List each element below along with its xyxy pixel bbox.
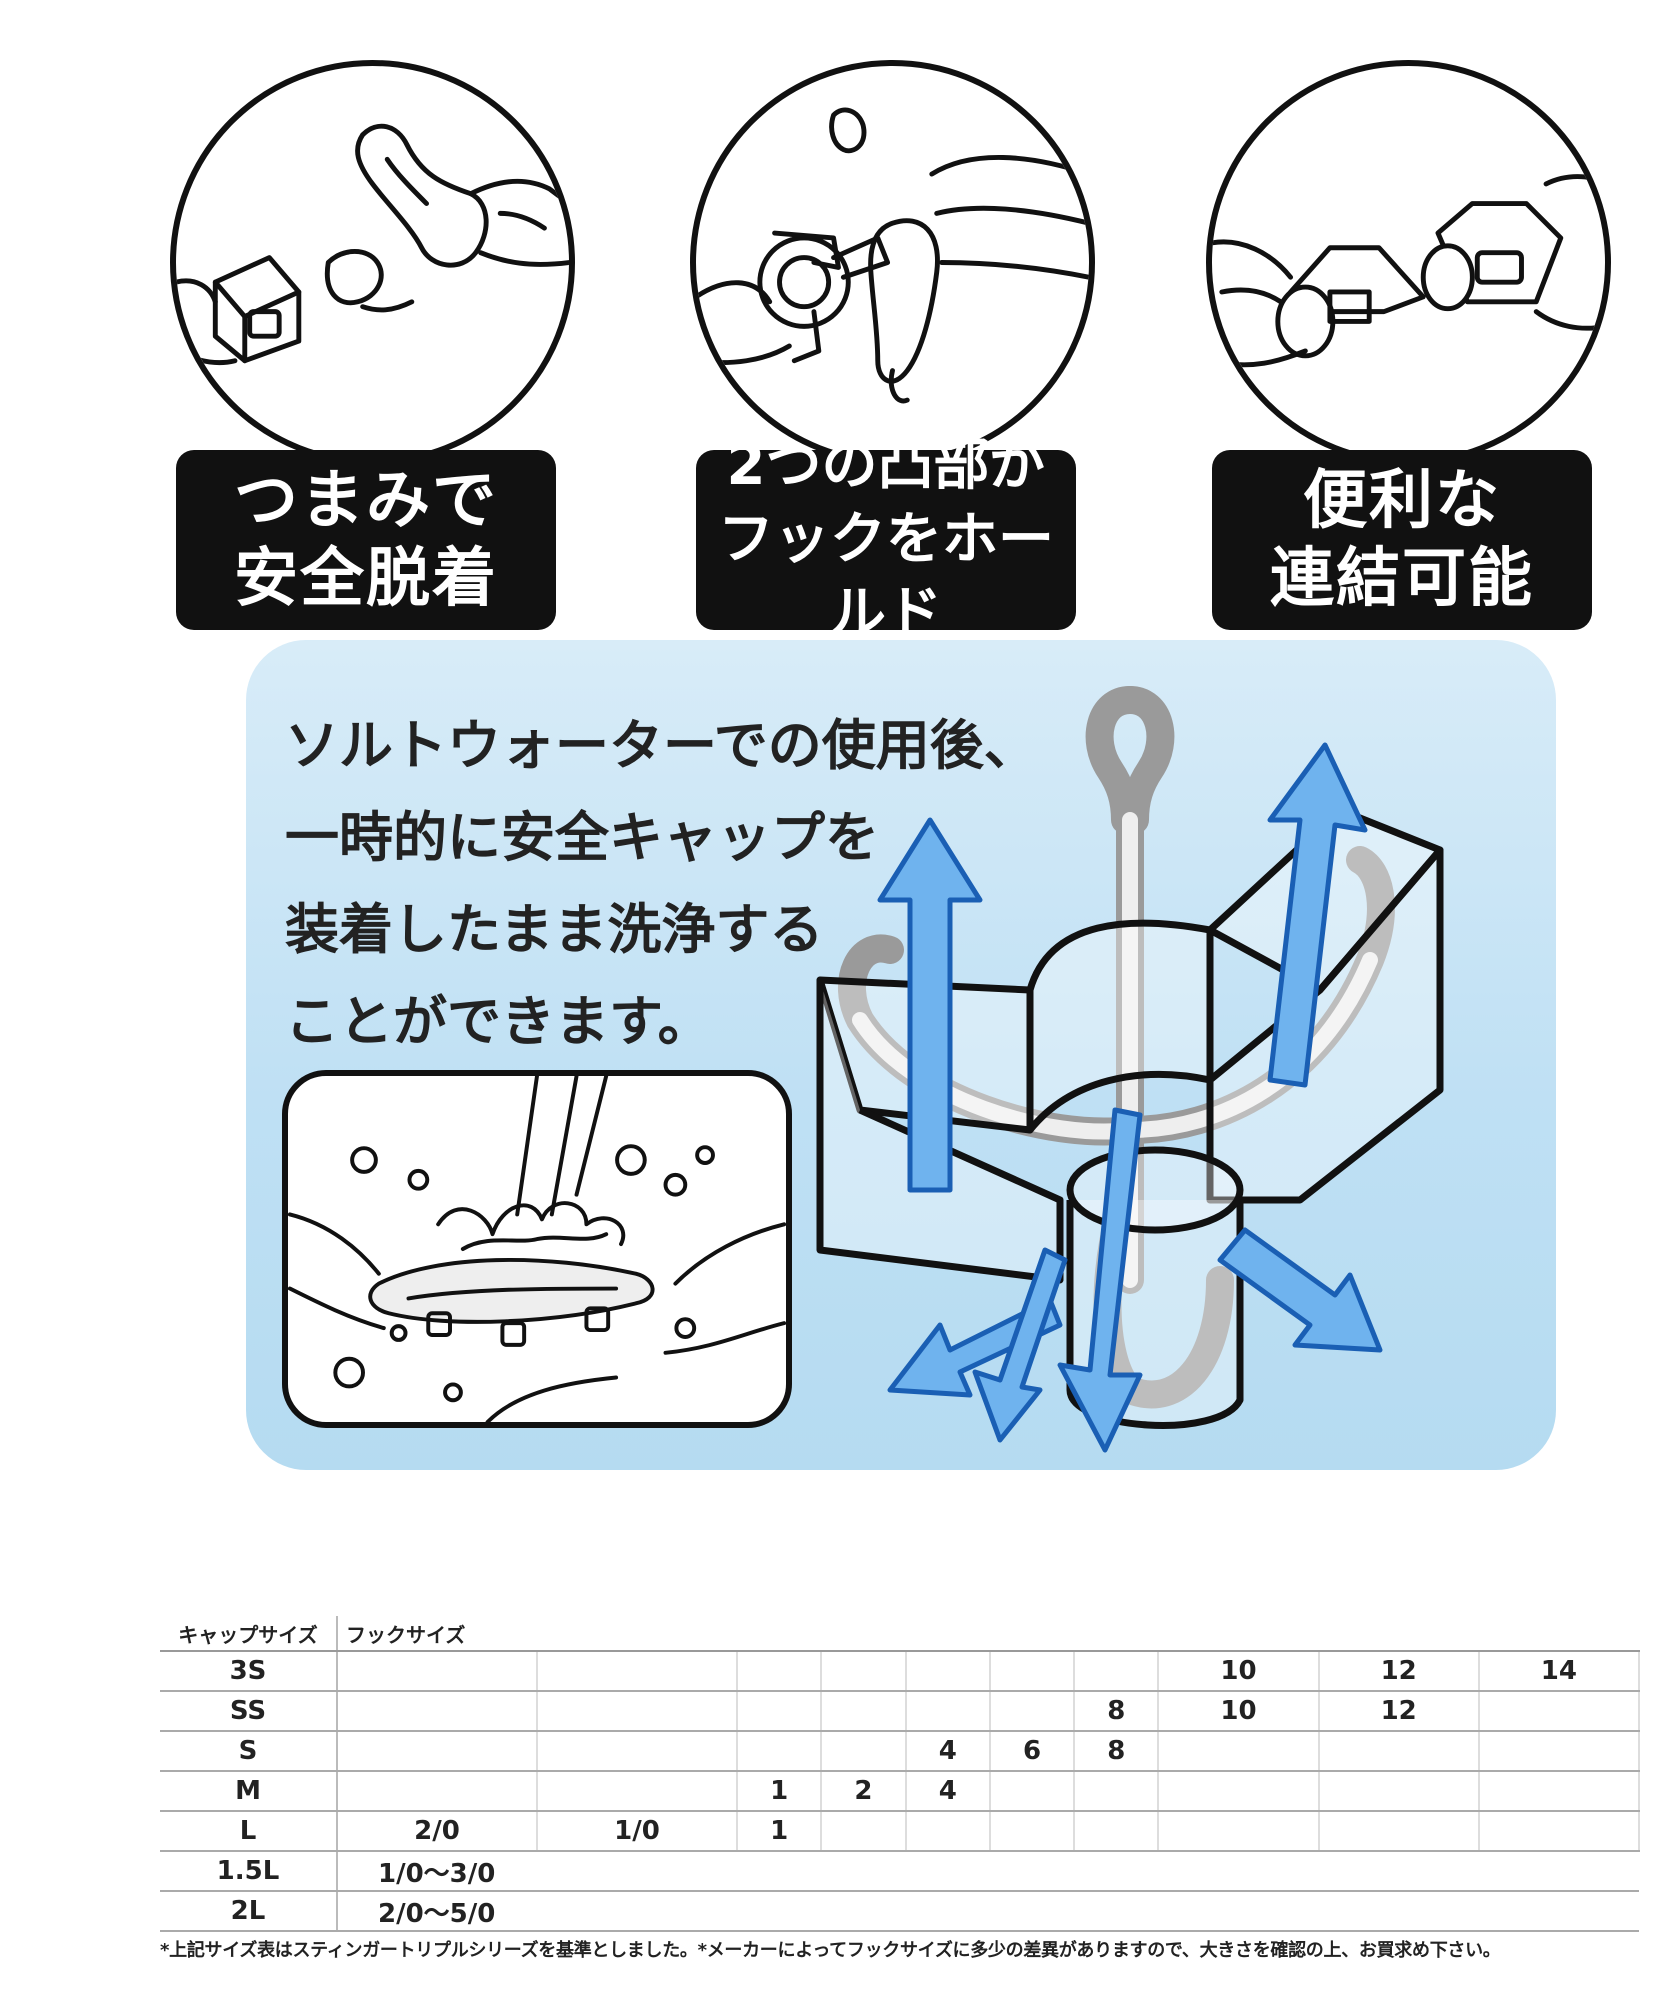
size-table-footnote: *上記サイズ表はスティンガートリプルシリーズを基準としました。*メーカーによって…: [160, 1940, 1501, 1961]
hook-size-cell: 6: [989, 1731, 1076, 1772]
hook-cap-drawing: [816, 686, 1444, 1453]
hook-size-cell: [337, 1651, 539, 1692]
feature-label-3-line1: 便利な: [1303, 464, 1501, 538]
two-bumps-drawing: [696, 107, 1089, 404]
feature-label-1-line1: つまみで: [234, 464, 498, 538]
header-cap-size: キャップサイズ: [160, 1616, 338, 1652]
cap-size-cell: M: [160, 1771, 338, 1812]
wash-description-line-3: 装着したまま洗浄する: [285, 898, 824, 961]
size-table-header: キャップサイズ フックサイズ: [160, 1616, 1639, 1652]
header-hook-size: フックサイズ: [337, 1616, 1639, 1652]
hook-size-cell: 12: [1318, 1651, 1480, 1692]
hook-size-cell: 1/0: [537, 1811, 739, 1852]
hook-size-cell: [337, 1731, 539, 1772]
hook-size-cell: [821, 1651, 907, 1692]
hook-size-cell: [337, 1771, 539, 1812]
hook-size-cell: 4: [905, 1731, 991, 1772]
cap-size-cell: 2L: [160, 1891, 338, 1932]
hook-size-cell: [537, 1771, 739, 1812]
cap-size-cell: L: [160, 1811, 338, 1852]
pinch-detach-drawing: [176, 123, 569, 366]
illustration-hook-cap-water-flow: [800, 660, 1540, 1460]
feature-label-2-line2: フックをホールド: [718, 507, 1054, 646]
hook-size-cell: 8: [1074, 1731, 1160, 1772]
hook-size-cell: [1074, 1651, 1160, 1692]
hook-size-cell: 10: [1158, 1651, 1320, 1692]
hook-size-cell: [821, 1691, 907, 1732]
hook-size-cell: [337, 1691, 539, 1732]
hook-size-cell: [1318, 1771, 1480, 1812]
hook-size-range-cell: 2/0〜5/0: [337, 1891, 1639, 1932]
hook-size-cell: [1318, 1811, 1480, 1852]
hook-size-cell: [989, 1651, 1076, 1692]
hook-size-cell: [1074, 1771, 1160, 1812]
illustration-connectable: [1206, 60, 1611, 465]
cap-size-cell: SS: [160, 1691, 338, 1732]
illustration-washing: [282, 1070, 792, 1428]
feature-label-1: つまみで 安全脱着: [176, 450, 556, 630]
feature-label-2: 2つの凸部が フックをホールド: [696, 433, 1076, 646]
feature-label-1-line2: 安全脱着: [234, 542, 498, 616]
cap-size-cell: 3S: [160, 1651, 338, 1692]
hook-size-cell: [1478, 1691, 1641, 1732]
illustration-pinch-detach: [170, 60, 575, 465]
hook-size-cell: 2/0: [337, 1811, 539, 1852]
table-row: M 1 2 4: [160, 1771, 1641, 1812]
hook-size-cell: [905, 1651, 991, 1692]
hook-size-cell: [821, 1811, 907, 1852]
table-row: SS 8 10 12: [160, 1691, 1641, 1732]
hook-size-range-cell: 1/0〜3/0: [337, 1851, 1639, 1892]
wash-description-line-4: ことができます。: [285, 990, 712, 1053]
hook-size-cell: 8: [1074, 1691, 1160, 1732]
hook-size-cell: 14: [1478, 1651, 1641, 1692]
hook-size-cell: [537, 1731, 739, 1772]
hook-size-cell: [537, 1691, 739, 1732]
connectable-drawing: [1212, 174, 1605, 368]
feature-label-3: 便利な 連結可能: [1212, 450, 1592, 630]
washing-drawing: [288, 1076, 786, 1422]
illustration-two-bumps-hold: [690, 60, 1095, 465]
hook-size-cell: [989, 1811, 1076, 1852]
hook-size-cell: [821, 1731, 907, 1772]
cap-size-cell: S: [160, 1731, 338, 1772]
wash-description: ソルトウォーターでの使用後、 一時的に安全キャップを 装着したまま洗浄する こと…: [285, 700, 1105, 1068]
hook-size-cell: 1: [737, 1811, 823, 1852]
hook-size-cell: 2: [821, 1771, 907, 1812]
hook-size-cell: [1478, 1811, 1641, 1852]
hook-size-cell: [989, 1691, 1076, 1732]
table-row: 2L 2/0〜5/0: [160, 1891, 1639, 1932]
hook-size-cell: [1074, 1811, 1160, 1852]
table-row: L 2/0 1/0 1: [160, 1811, 1641, 1852]
table-row: 1.5L 1/0〜3/0: [160, 1851, 1639, 1892]
hook-size-cell: 4: [905, 1771, 991, 1812]
hook-size-cell: [737, 1731, 823, 1772]
table-row: S 4 6 8: [160, 1731, 1641, 1772]
wash-description-line-1: ソルトウォーターでの使用後、: [285, 714, 1038, 777]
hook-size-cell: [1158, 1771, 1320, 1812]
cap-size-cell: 1.5L: [160, 1851, 338, 1892]
hook-size-cell: [1158, 1811, 1320, 1852]
feature-label-2-line1: 2つの凸部が: [726, 433, 1046, 498]
hook-size-cell: 1: [737, 1771, 823, 1812]
hook-size-cell: [537, 1651, 739, 1692]
hook-size-cell: [1158, 1731, 1320, 1772]
hook-size-cell: [737, 1651, 823, 1692]
hook-size-cell: [1478, 1771, 1641, 1812]
hook-size-cell: [1478, 1731, 1641, 1772]
hook-size-cell: [989, 1771, 1076, 1812]
hook-size-cell: [1318, 1731, 1480, 1772]
feature-label-3-line2: 連結可能: [1270, 542, 1534, 616]
hook-size-cell: [905, 1811, 991, 1852]
hook-size-cell: [737, 1691, 823, 1732]
size-table: キャップサイズ フックサイズ 3S 10 12 14 SS 8 10: [160, 1616, 1641, 1932]
wash-description-line-2: 一時的に安全キャップを: [285, 806, 879, 869]
table-row: 3S 10 12 14: [160, 1651, 1641, 1692]
hook-size-cell: 10: [1158, 1691, 1320, 1732]
hook-size-cell: 12: [1318, 1691, 1480, 1732]
hook-size-cell: [905, 1691, 991, 1732]
